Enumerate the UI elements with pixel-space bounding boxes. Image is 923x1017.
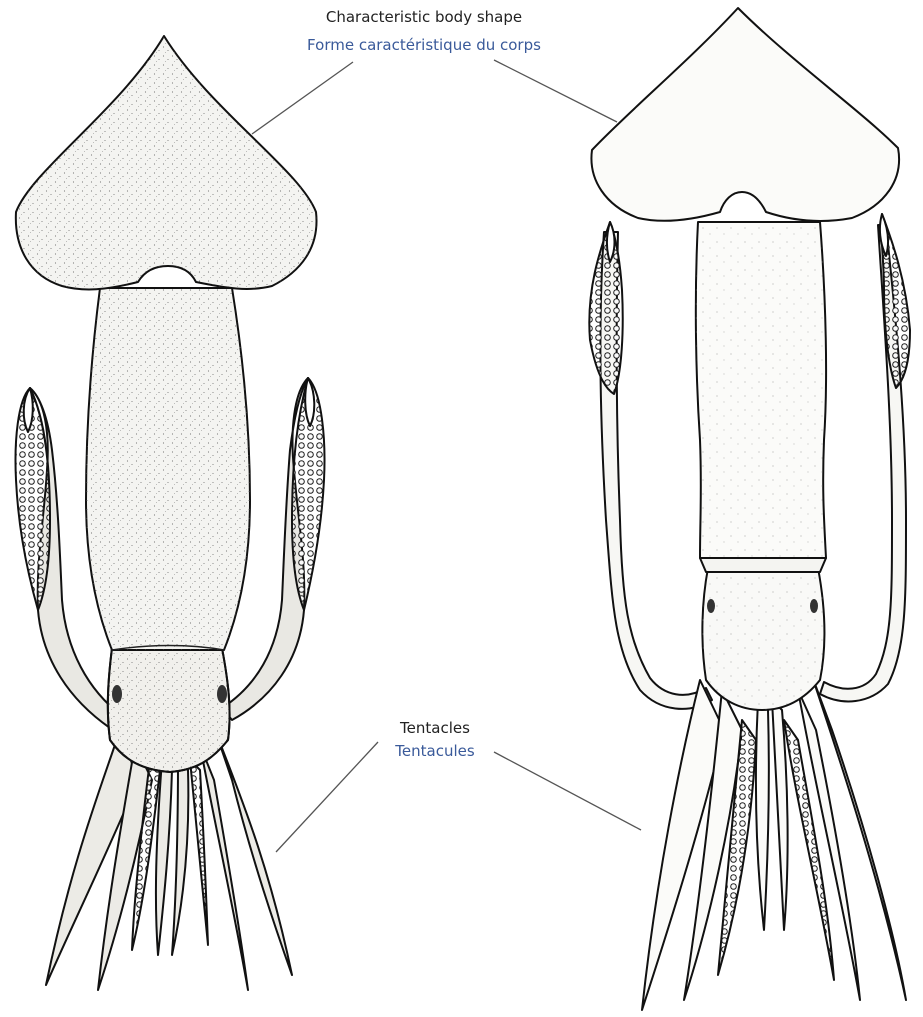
tentacles-label-en: Tentacles [399, 719, 470, 737]
tentacles-callout: Tentacles Tentacules [276, 719, 641, 852]
left-squid-eye-left [112, 685, 122, 703]
right-squid-eye-right [810, 599, 818, 613]
body-shape-label-en: Characteristic body shape [326, 8, 522, 26]
right-squid-tentacle-right [820, 214, 910, 701]
right-squid-fin [591, 8, 899, 221]
tentacles-leader-right [494, 752, 641, 830]
body-shape-leader-right [494, 60, 617, 122]
body-shape-callout: Characteristic body shape Forme caractér… [252, 8, 617, 134]
squid-right [589, 8, 910, 1010]
tentacles-label-fr: Tentacules [394, 742, 475, 760]
left-squid-eye-right [217, 685, 227, 703]
body-shape-leader-left [252, 62, 353, 134]
body-shape-label-fr: Forme caractéristique du corps [307, 36, 541, 54]
tentacles-leader-left [276, 742, 378, 852]
right-squid-eye-left [707, 599, 715, 613]
right-squid-tentacle-left [589, 222, 712, 709]
squid-left [16, 36, 325, 990]
right-squid-arms [642, 676, 906, 1010]
